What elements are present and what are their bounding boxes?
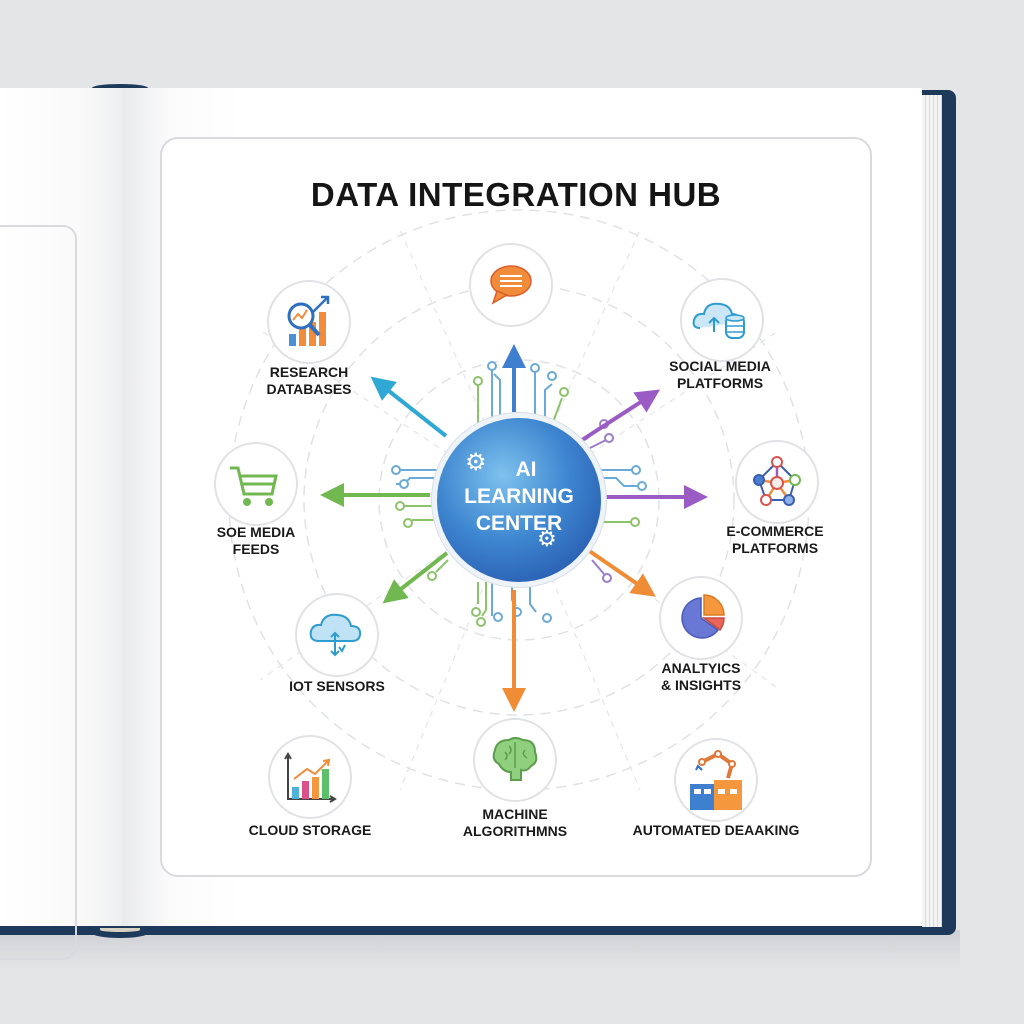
node-automated-deaaking[interactable] [674, 738, 758, 822]
cloud-database-icon [692, 302, 745, 339]
node-machine-algorithms[interactable] [473, 718, 557, 802]
pie-chart-icon [681, 594, 725, 639]
node-chat[interactable] [469, 243, 553, 327]
node-label-iot-sensors: IOT SENSORS [289, 678, 385, 694]
page-title: DATA INTEGRATION HUB [310, 176, 722, 213]
ai-learning-center-hub[interactable]: ⚙ ⚙ AI LEARNING CENTER [437, 418, 601, 582]
left-page-panel [0, 225, 77, 960]
hub-label-line2: LEARNING [464, 485, 574, 508]
bar-chart-trend-icon [284, 752, 337, 803]
arrows [320, 344, 708, 712]
shopping-cart-icon [230, 466, 278, 506]
chat-bubble-icon [490, 265, 532, 305]
node-iot-sensors[interactable] [295, 593, 379, 677]
book-shadow [0, 930, 960, 970]
network-graph-icon [753, 456, 801, 506]
magnifier-chart-icon [287, 295, 330, 346]
node-e-commerce-platforms[interactable] [735, 440, 819, 524]
node-label-cloud-storage: CLOUD STORAGE [248, 822, 372, 838]
node-label-analytics-insights: ANALTYICS& INSIGHTS [660, 660, 742, 693]
hub-label-line1: AI [515, 458, 537, 481]
cloud-transfer-icon [309, 613, 362, 657]
page-edges [922, 95, 942, 927]
node-research-databases[interactable] [267, 280, 351, 364]
hub-label: AI LEARNING CENTER [437, 456, 601, 537]
hub-label-line3: CENTER [475, 512, 563, 535]
brain-icon [492, 737, 538, 781]
node-social-media-platforms[interactable] [680, 278, 764, 362]
gear-icon: ⚙ [537, 526, 557, 551]
robot-arm-icon [690, 750, 742, 810]
node-cloud-storage[interactable] [268, 735, 352, 819]
node-analytics-insights[interactable] [659, 576, 743, 660]
gear-icon: ⚙ [465, 449, 487, 476]
book-spine-bottom [92, 928, 148, 938]
node-soe-media-feeds[interactable] [214, 442, 298, 526]
left-page [0, 88, 122, 960]
node-label-automated-deaaking: AUTOMATED DEAAKING [632, 822, 800, 838]
